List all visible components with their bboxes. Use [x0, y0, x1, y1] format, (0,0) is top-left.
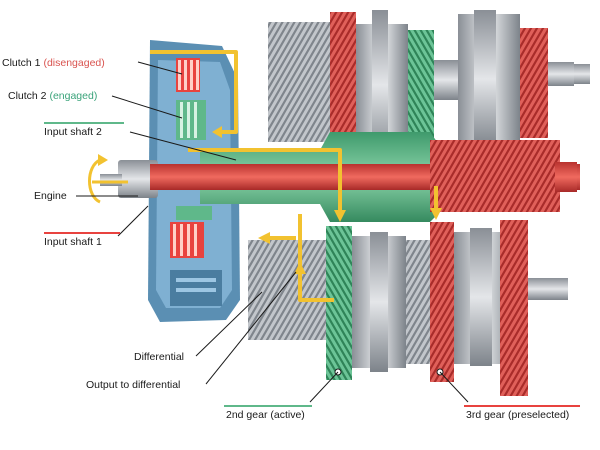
input-shaft-1-label: Input shaft 1 — [44, 236, 102, 248]
engine-label: Engine — [34, 190, 67, 202]
gear-2nd-label: 2nd gear (active) — [226, 409, 305, 421]
input-shaft-2-label: Input shaft 2 — [44, 126, 102, 138]
clutch-2-name: Clutch 2 — [8, 90, 47, 102]
output-to-differential-label: Output to differential — [86, 379, 181, 391]
gear-3rd-underline — [464, 405, 580, 407]
upper-gear-set — [268, 10, 590, 160]
clutch-2-label: Clutch 2 (engaged) — [8, 90, 97, 102]
engine-rotation-arrow — [88, 154, 128, 204]
input-shaft-1-underline — [44, 232, 120, 234]
clutch-1-name: Clutch 1 — [2, 57, 41, 69]
clutch-2-state: (engaged) — [49, 90, 98, 102]
power-flow-arrows — [212, 126, 442, 274]
gear-2nd-underline — [224, 405, 312, 407]
gear-3rd-label: 3rd gear (preselected) — [466, 409, 570, 421]
engine-input — [100, 160, 158, 198]
clutch-2-plates — [176, 100, 212, 220]
leader-lines — [76, 61, 469, 403]
clutch-1-state: (disengaged) — [43, 57, 105, 69]
power-flow-path — [150, 50, 438, 302]
lower-gear-set — [248, 220, 568, 396]
input-shaft-2-underline — [44, 122, 124, 124]
input-shaft-1-body — [150, 140, 580, 212]
differential-label: Differential — [134, 351, 184, 363]
clutch-1-plates — [170, 58, 204, 258]
clutch-1-label: Clutch 1 (disengaged) — [2, 57, 105, 69]
